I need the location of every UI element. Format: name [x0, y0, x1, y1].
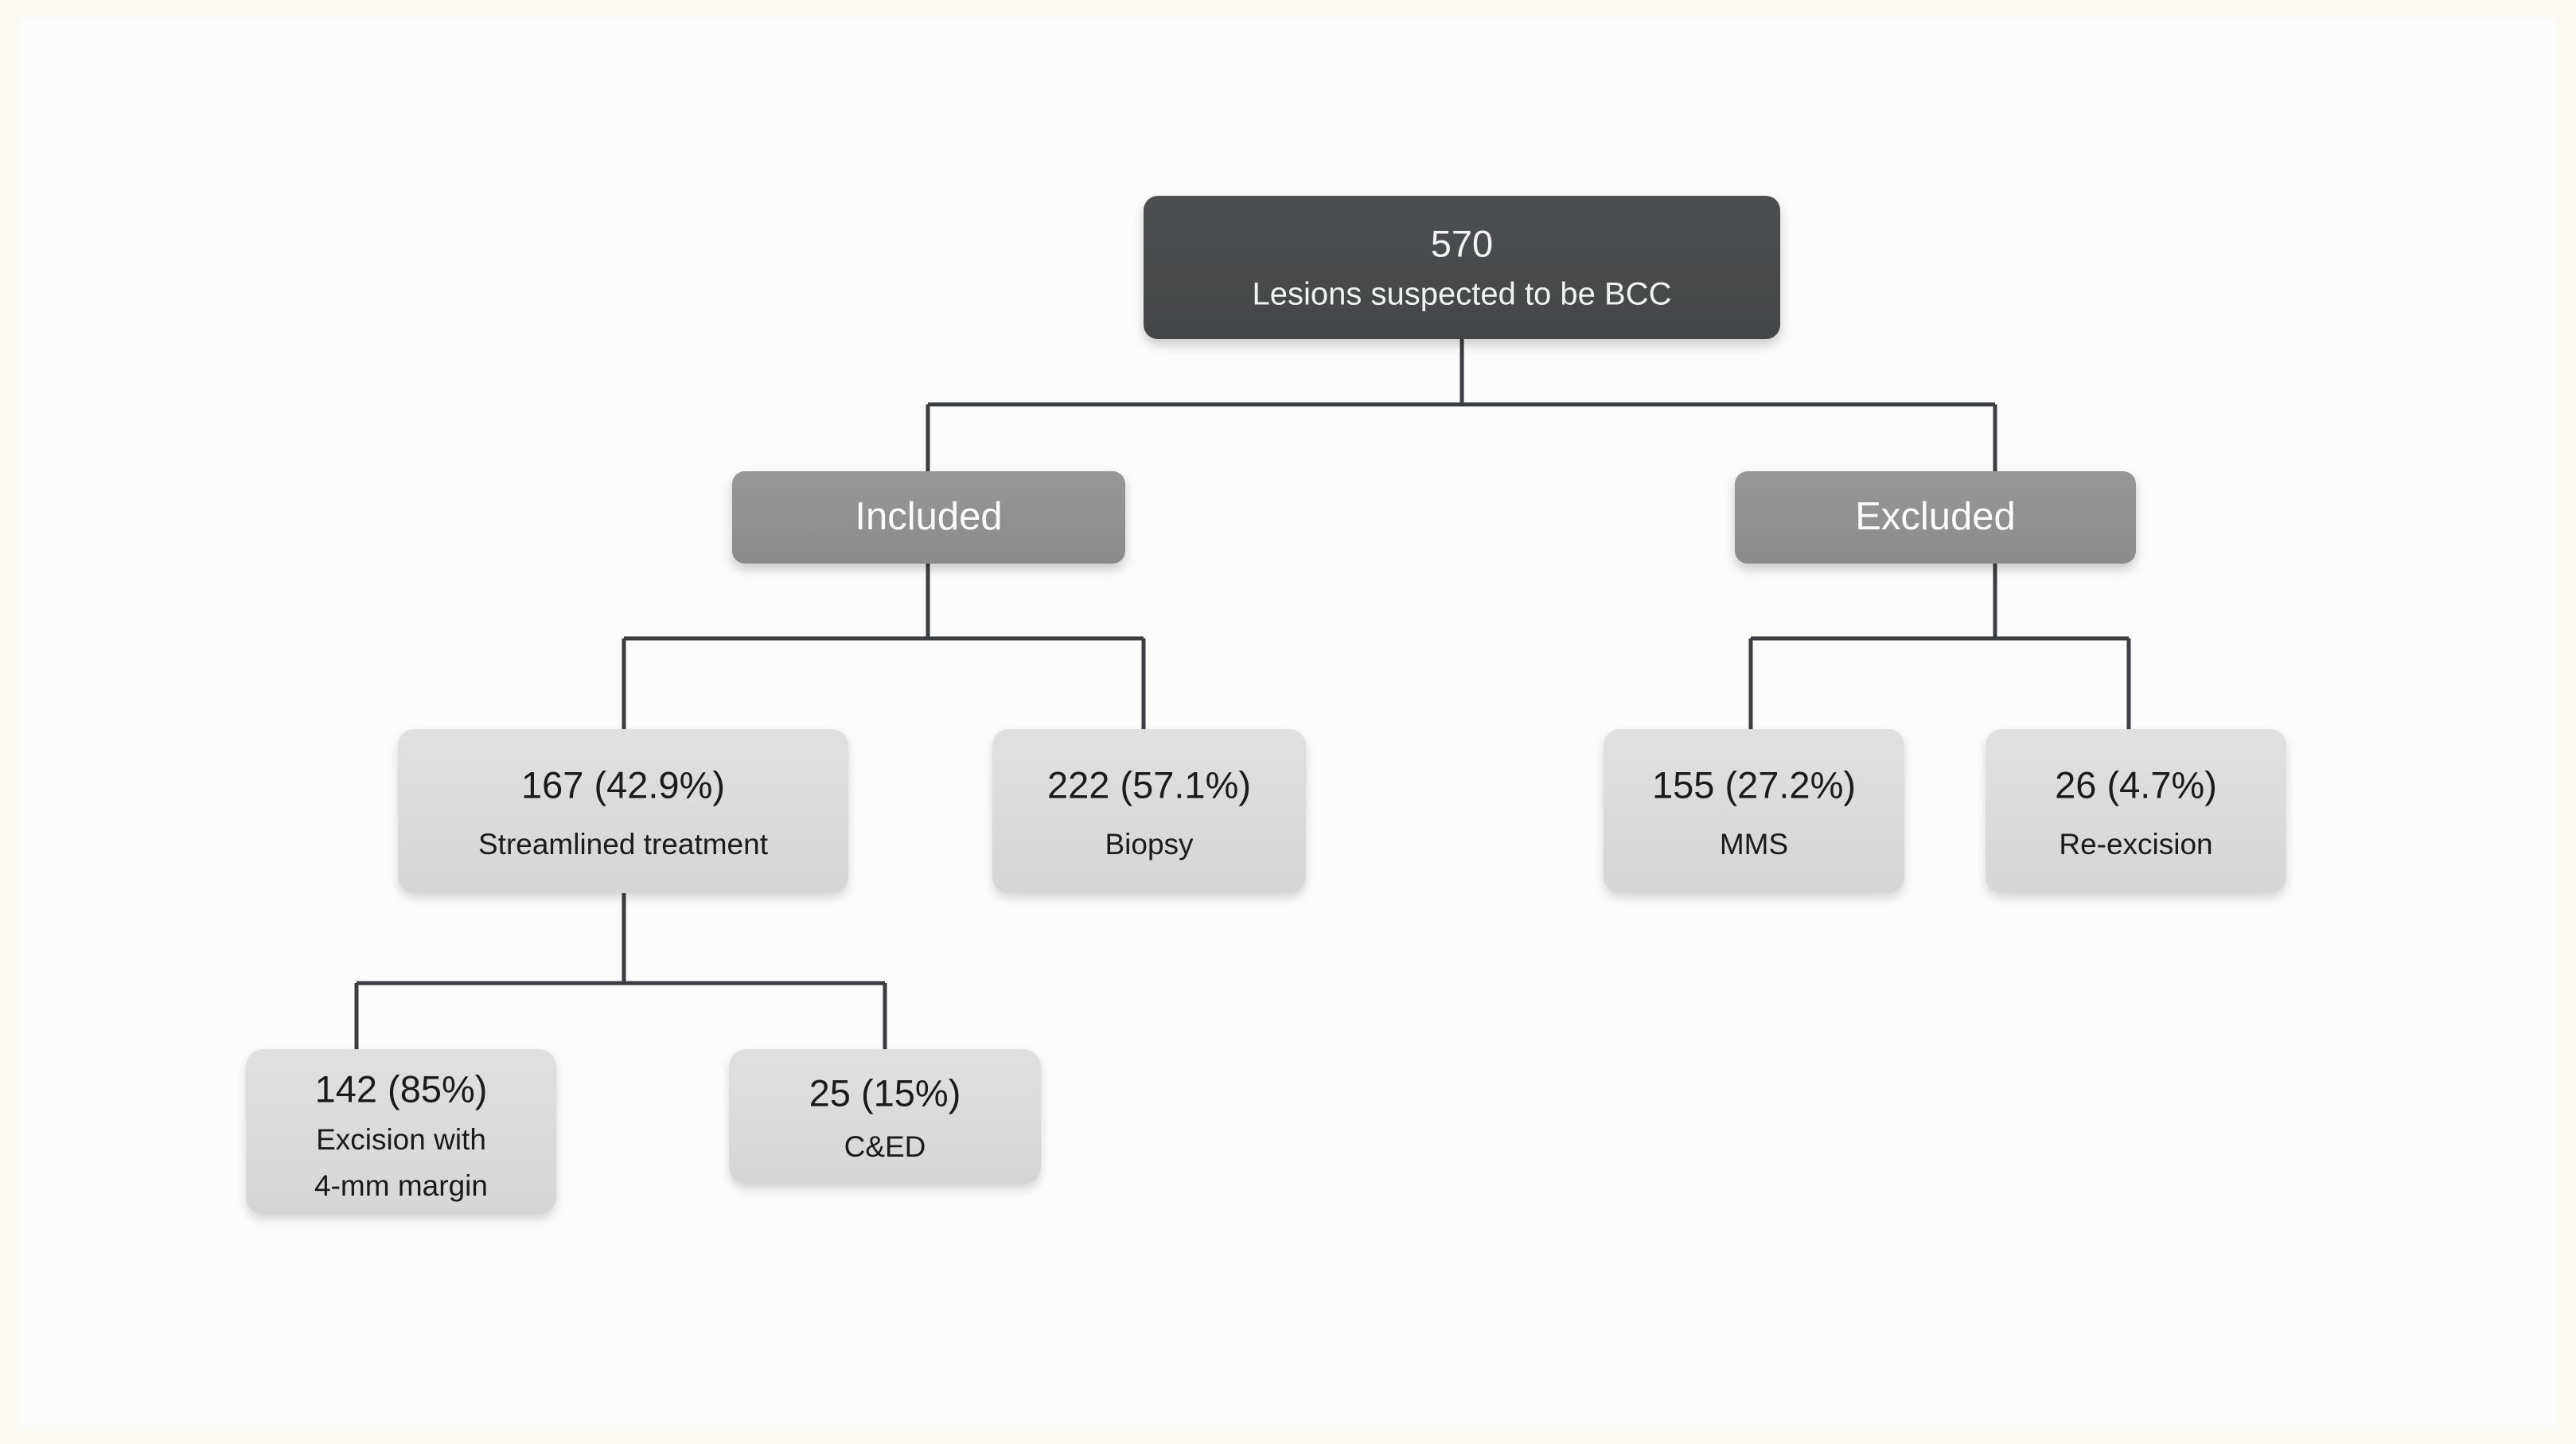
- node-included-box[interactable]: [732, 471, 1125, 564]
- node-root[interactable]: 570 Lesions suspected to be BCC: [1144, 196, 1780, 339]
- node-ced[interactable]: 25 (15%) C&ED: [729, 1049, 1041, 1184]
- node-excluded[interactable]: Excluded: [1735, 471, 2136, 564]
- node-reexcision[interactable]: 26 (4.7%) Re-excision: [1986, 729, 2286, 893]
- node-root-box[interactable]: [1144, 196, 1780, 339]
- node-root-label: Lesions suspected to be BCC: [1253, 277, 1672, 312]
- connector-layer: [354, 338, 2131, 1049]
- node-mms-label: MMS: [1720, 828, 1788, 861]
- node-mms[interactable]: 155 (27.2%) MMS: [1604, 729, 1904, 893]
- node-included-label: Included: [855, 495, 1002, 538]
- node-excision-box[interactable]: [246, 1049, 556, 1215]
- node-biopsy-count: 222 (57.1%): [1047, 763, 1251, 806]
- node-biopsy[interactable]: 222 (57.1%) Biopsy: [992, 729, 1306, 893]
- node-reexcision-count: 26 (4.7%): [2055, 763, 2217, 806]
- node-biopsy-label: Biopsy: [1105, 828, 1194, 861]
- node-excluded-box[interactable]: [1735, 471, 2136, 564]
- node-excision[interactable]: 142 (85%) Excision with 4-mm margin: [246, 1049, 556, 1215]
- node-streamlined-label: Streamlined treatment: [478, 828, 769, 861]
- node-streamlined-count: 167 (42.9%): [521, 763, 725, 806]
- node-included[interactable]: Included: [732, 471, 1125, 564]
- node-excision-count: 142 (85%): [315, 1067, 488, 1110]
- node-excluded-label: Excluded: [1855, 495, 2016, 538]
- node-biopsy-box[interactable]: [992, 729, 1306, 893]
- node-ced-box[interactable]: [729, 1049, 1041, 1184]
- node-streamlined[interactable]: 167 (42.9%) Streamlined treatment: [398, 729, 848, 893]
- node-ced-count: 25 (15%): [809, 1071, 961, 1114]
- node-root-count: 570: [1431, 222, 1493, 264]
- node-streamlined-box[interactable]: [398, 729, 848, 893]
- node-mms-box[interactable]: [1604, 729, 1904, 893]
- node-excision-label-line1: Excision with: [316, 1123, 486, 1156]
- node-reexcision-label: Re-excision: [2059, 828, 2212, 861]
- node-reexcision-box[interactable]: [1986, 729, 2286, 893]
- node-mms-count: 155 (27.2%): [1652, 763, 1856, 806]
- node-ced-label: C&ED: [844, 1130, 926, 1163]
- node-excision-label-line2: 4-mm margin: [314, 1169, 488, 1202]
